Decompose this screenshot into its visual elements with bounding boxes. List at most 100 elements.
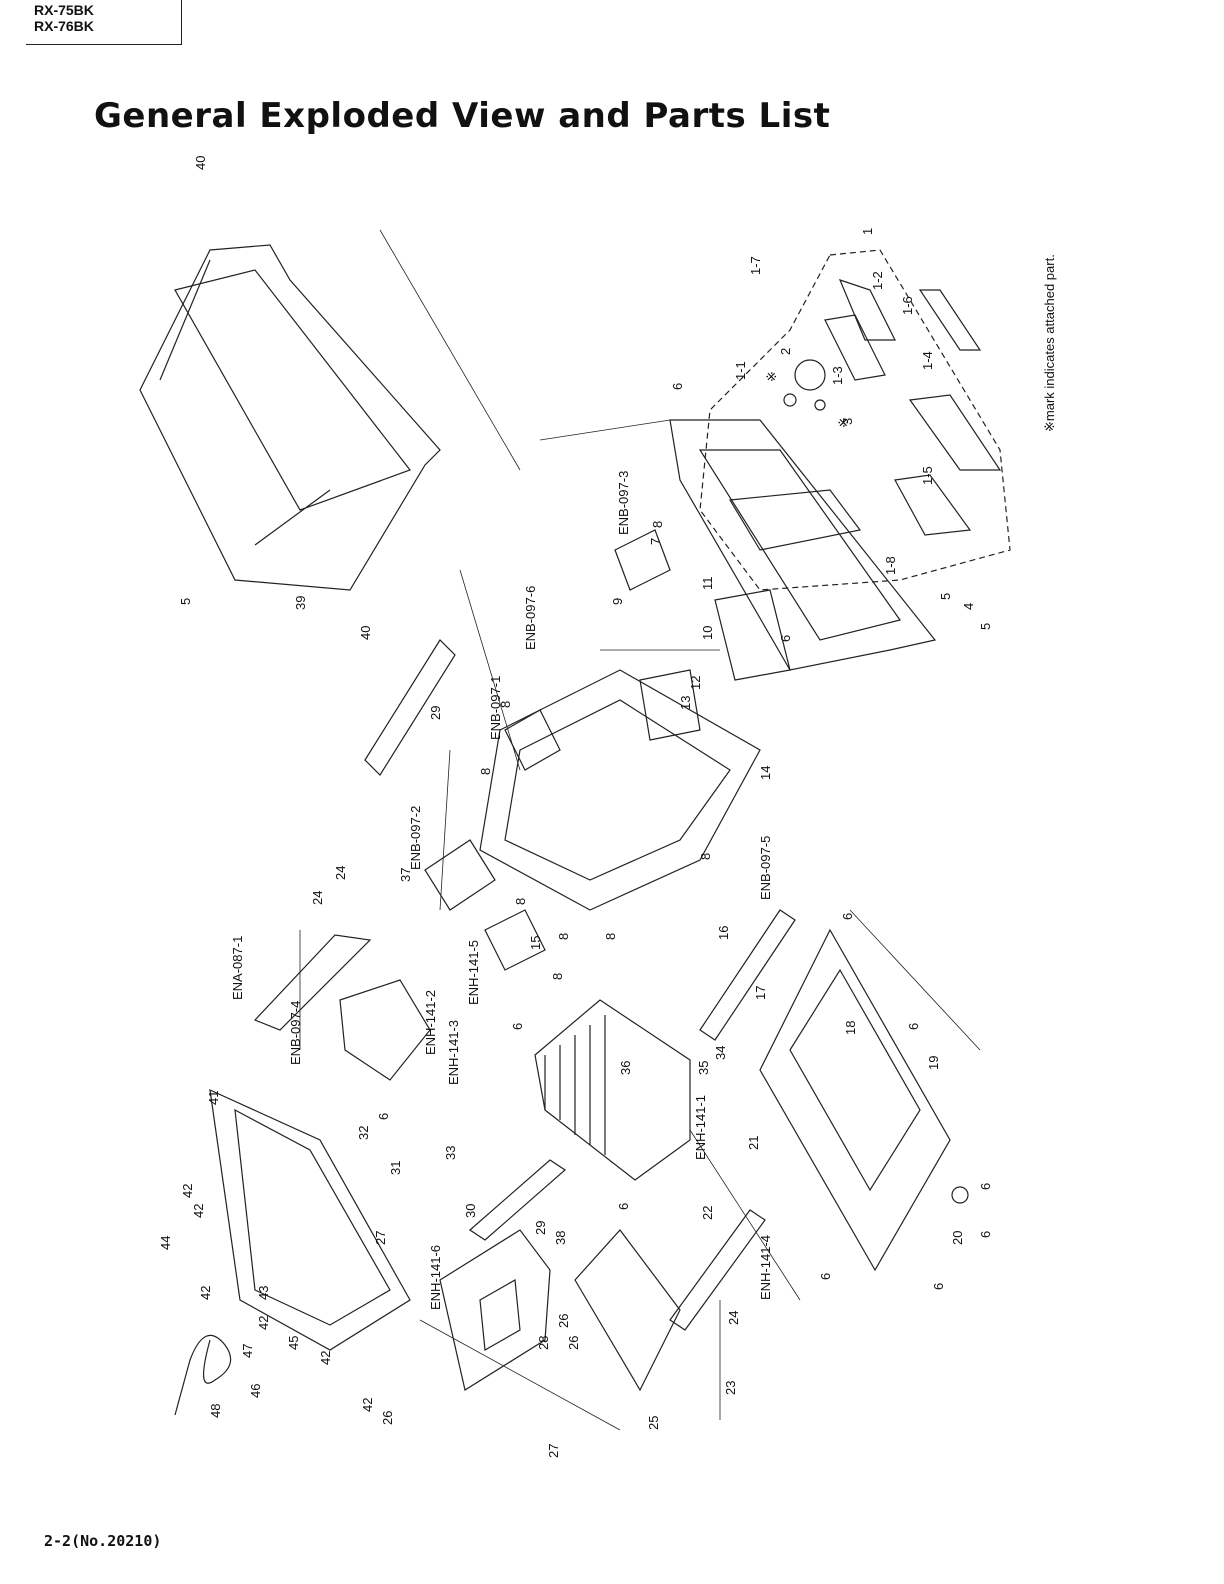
part-callout-6: 6 — [376, 1113, 391, 1120]
part-callout-enb-097-5: ENB-097-5 — [758, 836, 773, 900]
header-rule-horizontal — [26, 44, 182, 45]
part-callout-18: 18 — [843, 1021, 858, 1035]
part-callout-6: 6 — [840, 913, 855, 920]
part-callout-8: 8 — [698, 853, 713, 860]
part-callout-enh-141-5: ENH-141-5 — [466, 940, 481, 1005]
part-callout-enb-097-2: ENB-097-2 — [408, 806, 423, 870]
cabinet-cover-39 — [139, 244, 441, 591]
part-callout-42: 42 — [318, 1351, 333, 1365]
part-callout-1-7: 1-7 — [748, 256, 763, 275]
bottom-cover-17 — [759, 928, 951, 1272]
part-callout-8: 8 — [550, 973, 565, 980]
transformer-28 — [439, 1229, 551, 1391]
part-callout-24: 24 — [726, 1311, 741, 1325]
part-callout-8: 8 — [478, 768, 493, 775]
power-cord-48 — [174, 1334, 232, 1416]
part-callout-39: 39 — [293, 596, 308, 610]
part-callout-33: 33 — [443, 1146, 458, 1160]
part-callout-42: 42 — [198, 1286, 213, 1300]
rail-29-lower — [469, 1159, 566, 1241]
attached-part-note: ※mark indicates attached part. — [1030, 200, 1060, 440]
rail-22 — [669, 1209, 766, 1331]
page-footer: 2-2(No.20210) — [44, 1532, 162, 1550]
part-callout-6: 6 — [670, 383, 685, 390]
knob-2 — [794, 359, 826, 391]
part-callout-enb-097-3: ENB-097-3 — [616, 471, 631, 535]
part-callout-20: 20 — [950, 1231, 965, 1245]
part-callout-2: 2 — [778, 348, 793, 355]
foot-20 — [951, 1186, 969, 1204]
part-callout-40: 40 — [358, 626, 373, 640]
part-callout-28: 28 — [536, 1336, 551, 1350]
part-callout-enb-097-6: ENB-097-6 — [523, 586, 538, 650]
part-callout-enh-141-6: ENH-141-6 — [428, 1245, 443, 1310]
part-callout-42: 42 — [191, 1204, 206, 1218]
part-callout-29: 29 — [428, 706, 443, 720]
part-callout-6: 6 — [778, 635, 793, 642]
part-callout-12: 12 — [688, 676, 703, 690]
part-callout-29: 29 — [533, 1221, 548, 1235]
part-callout-35: 35 — [696, 1061, 711, 1075]
part-callout-14: 14 — [758, 766, 773, 780]
part-callout-5: 5 — [938, 593, 953, 600]
part-callout-17: 17 — [753, 986, 768, 1000]
part-callout-38: 38 — [553, 1231, 568, 1245]
part-callout-22: 22 — [700, 1206, 715, 1220]
part-callout-16: 16 — [716, 926, 731, 940]
part-callout-26: 26 — [556, 1314, 571, 1328]
part-callout-6: 6 — [906, 1023, 921, 1030]
part-callout-5: 5 — [978, 623, 993, 630]
heat-sink — [534, 999, 691, 1181]
part-callout-25: 25 — [646, 1416, 661, 1430]
part-callout-1-4: 1-4 — [920, 351, 935, 370]
attached-part-mark: ※ — [836, 417, 851, 428]
model-number-2: RX-76BK — [34, 18, 94, 34]
part-callout-23: 23 — [723, 1381, 738, 1395]
part-callout-32: 32 — [356, 1126, 371, 1140]
part-callout-6: 6 — [978, 1183, 993, 1190]
part-callout-46: 46 — [248, 1384, 263, 1398]
part-callout-48: 48 — [208, 1404, 223, 1418]
part-callout-24: 24 — [310, 891, 325, 905]
attached-part-mark: ※ — [764, 371, 779, 382]
model-number-1: RX-75BK — [34, 2, 94, 18]
part-callout-27: 27 — [546, 1444, 561, 1458]
part-callout-37: 37 — [398, 868, 413, 882]
part-callout-4: 4 — [961, 603, 976, 610]
header-rule-vertical — [181, 0, 182, 44]
part-callout-enb-097-4: ENB-097-4 — [288, 1001, 303, 1065]
part-callout-1-8: 1-8 — [883, 556, 898, 575]
part-callout-44: 44 — [158, 1236, 173, 1250]
rail-16 — [699, 909, 796, 1041]
part-callout-enh-141-3: ENH-141-3 — [446, 1020, 461, 1085]
part-callout-8: 8 — [556, 933, 571, 940]
part-callout-26: 26 — [566, 1336, 581, 1350]
part-callout-1-5: 1-5 — [920, 466, 935, 485]
part-callout-7: 7 — [648, 538, 663, 545]
part-callout-5: 5 — [178, 598, 193, 605]
board-25 — [574, 1229, 681, 1392]
part-callout-6: 6 — [510, 1023, 525, 1030]
attached-part-note-text: ※mark indicates attached part. — [1042, 254, 1057, 432]
part-callout-24: 24 — [333, 866, 348, 880]
part-callout-34: 34 — [713, 1046, 728, 1060]
part-callout-13: 13 — [678, 696, 693, 710]
board-ENH-141-2 — [339, 979, 431, 1081]
part-callout-47: 47 — [240, 1344, 255, 1358]
part-callout-1-1: 1-1 — [733, 361, 748, 380]
part-callout-40: 40 — [193, 156, 208, 170]
part-callout-ena-087-1: ENA-087-1 — [230, 936, 245, 1000]
part-callout-45: 45 — [286, 1336, 301, 1350]
part-callout-41: 41 — [206, 1091, 221, 1105]
model-numbers: RX-75BK RX-76BK — [34, 2, 94, 34]
main-chassis — [479, 669, 761, 911]
part-callout-42: 42 — [180, 1184, 195, 1198]
part-callout-1-2: 1-2 — [870, 271, 885, 290]
part-callout-enh-141-2: ENH-141-2 — [423, 990, 438, 1055]
part-callout-19: 19 — [926, 1056, 941, 1070]
part-callout-30: 30 — [463, 1204, 478, 1218]
part-callout-1-3: 1-3 — [830, 366, 845, 385]
part-callout-enh-141-1: ENH-141-1 — [693, 1095, 708, 1160]
part-callout-enh-141-4: ENH-141-4 — [758, 1235, 773, 1300]
board-ENA-087-1 — [253, 934, 372, 1031]
